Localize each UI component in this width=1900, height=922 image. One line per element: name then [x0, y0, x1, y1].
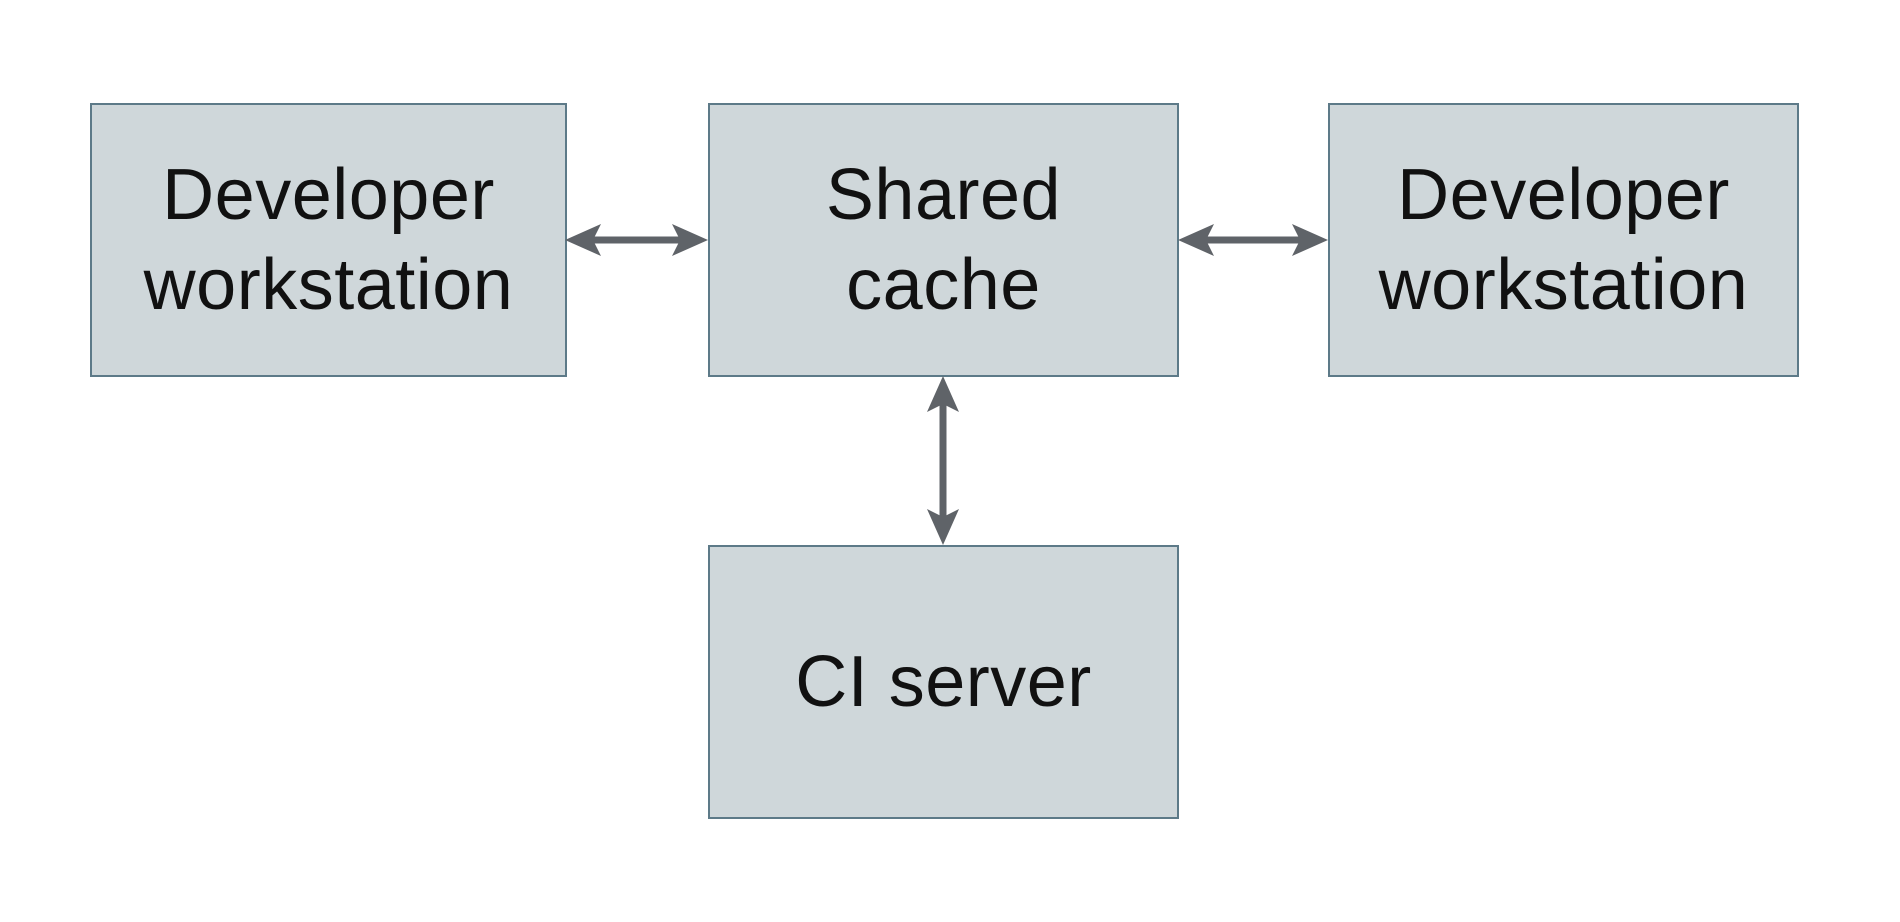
node-developer-workstation-left-label: Developer workstation [143, 155, 514, 325]
bidirectional-arrow-dev-left-shared-cache [565, 224, 708, 256]
node-shared-cache-label: Shared cache [825, 155, 1062, 325]
bidirectional-arrow-shared-cache-dev-right [1178, 224, 1328, 256]
node-developer-workstation-left: Developer workstation [90, 103, 567, 377]
node-shared-cache: Shared cache [708, 103, 1179, 377]
node-ci-server: CI server [708, 545, 1179, 819]
node-ci-server-label: CI server [795, 642, 1092, 722]
bidirectional-arrow-shared-cache-ci-server [927, 376, 959, 545]
node-developer-workstation-right-label: Developer workstation [1378, 155, 1749, 325]
node-developer-workstation-right: Developer workstation [1328, 103, 1799, 377]
